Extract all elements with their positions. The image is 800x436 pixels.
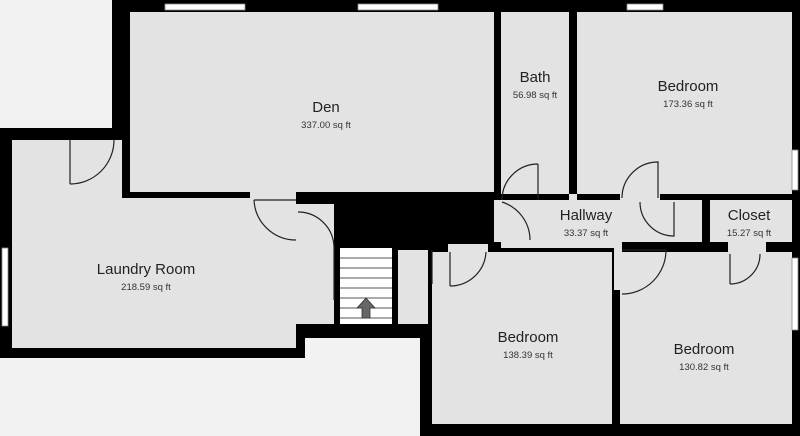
bath-label: Bath: [520, 69, 551, 86]
closet-area: 15.27 sq ft: [727, 228, 772, 239]
bath-floor: [501, 12, 569, 194]
bedroom-2-floor: [432, 252, 612, 424]
staircase: [340, 248, 392, 324]
wall-openings: [70, 140, 766, 290]
room-labels: Den 337.00 sq ft Bath 56.98 sq ft Bedroo…: [97, 69, 772, 373]
bedroom-3-floor: [620, 252, 792, 424]
windows: [1, 3, 799, 331]
hallway-floor: [501, 200, 702, 248]
window: [791, 149, 799, 191]
door: [253, 199, 297, 241]
closet-label: Closet: [728, 207, 771, 224]
bedroom-3-label: Bedroom: [674, 341, 735, 358]
hallway-label: Hallway: [560, 207, 613, 224]
doors: [69, 139, 761, 300]
bedroom-1-area: 173.36 sq ft: [663, 99, 713, 110]
den-floor: [130, 12, 494, 192]
door: [621, 249, 667, 295]
window: [791, 257, 799, 331]
laundry-floor: [12, 140, 296, 348]
bedroom-2-area: 138.39 sq ft: [503, 350, 553, 361]
bedroom-1-floor: [577, 12, 792, 194]
window: [626, 3, 664, 11]
hallway-area: 33.37 sq ft: [564, 228, 609, 239]
door: [69, 139, 115, 185]
closet-floor: [710, 200, 792, 242]
bath-area: 56.98 sq ft: [513, 90, 558, 101]
bedroom-3-area: 130.82 sq ft: [679, 362, 729, 373]
up-arrow-icon: [356, 297, 376, 319]
door: [449, 251, 487, 287]
room-floors: [12, 12, 792, 424]
door: [621, 161, 659, 199]
door: [501, 163, 539, 201]
corridor-floor: [296, 210, 334, 324]
laundry-room-area: 218.59 sq ft: [121, 282, 171, 293]
window: [164, 3, 246, 11]
window: [1, 247, 9, 327]
door: [501, 201, 531, 241]
door: [639, 201, 675, 237]
door: [297, 211, 335, 300]
den-label: Den: [312, 99, 340, 116]
window: [357, 3, 439, 11]
laundry-room-label: Laundry Room: [97, 261, 195, 278]
den-area: 337.00 sq ft: [301, 120, 351, 131]
bedroom-1-label: Bedroom: [658, 78, 719, 95]
bedroom-2-label: Bedroom: [498, 329, 559, 346]
door: [729, 253, 761, 285]
small-closet-floor: [398, 250, 428, 324]
